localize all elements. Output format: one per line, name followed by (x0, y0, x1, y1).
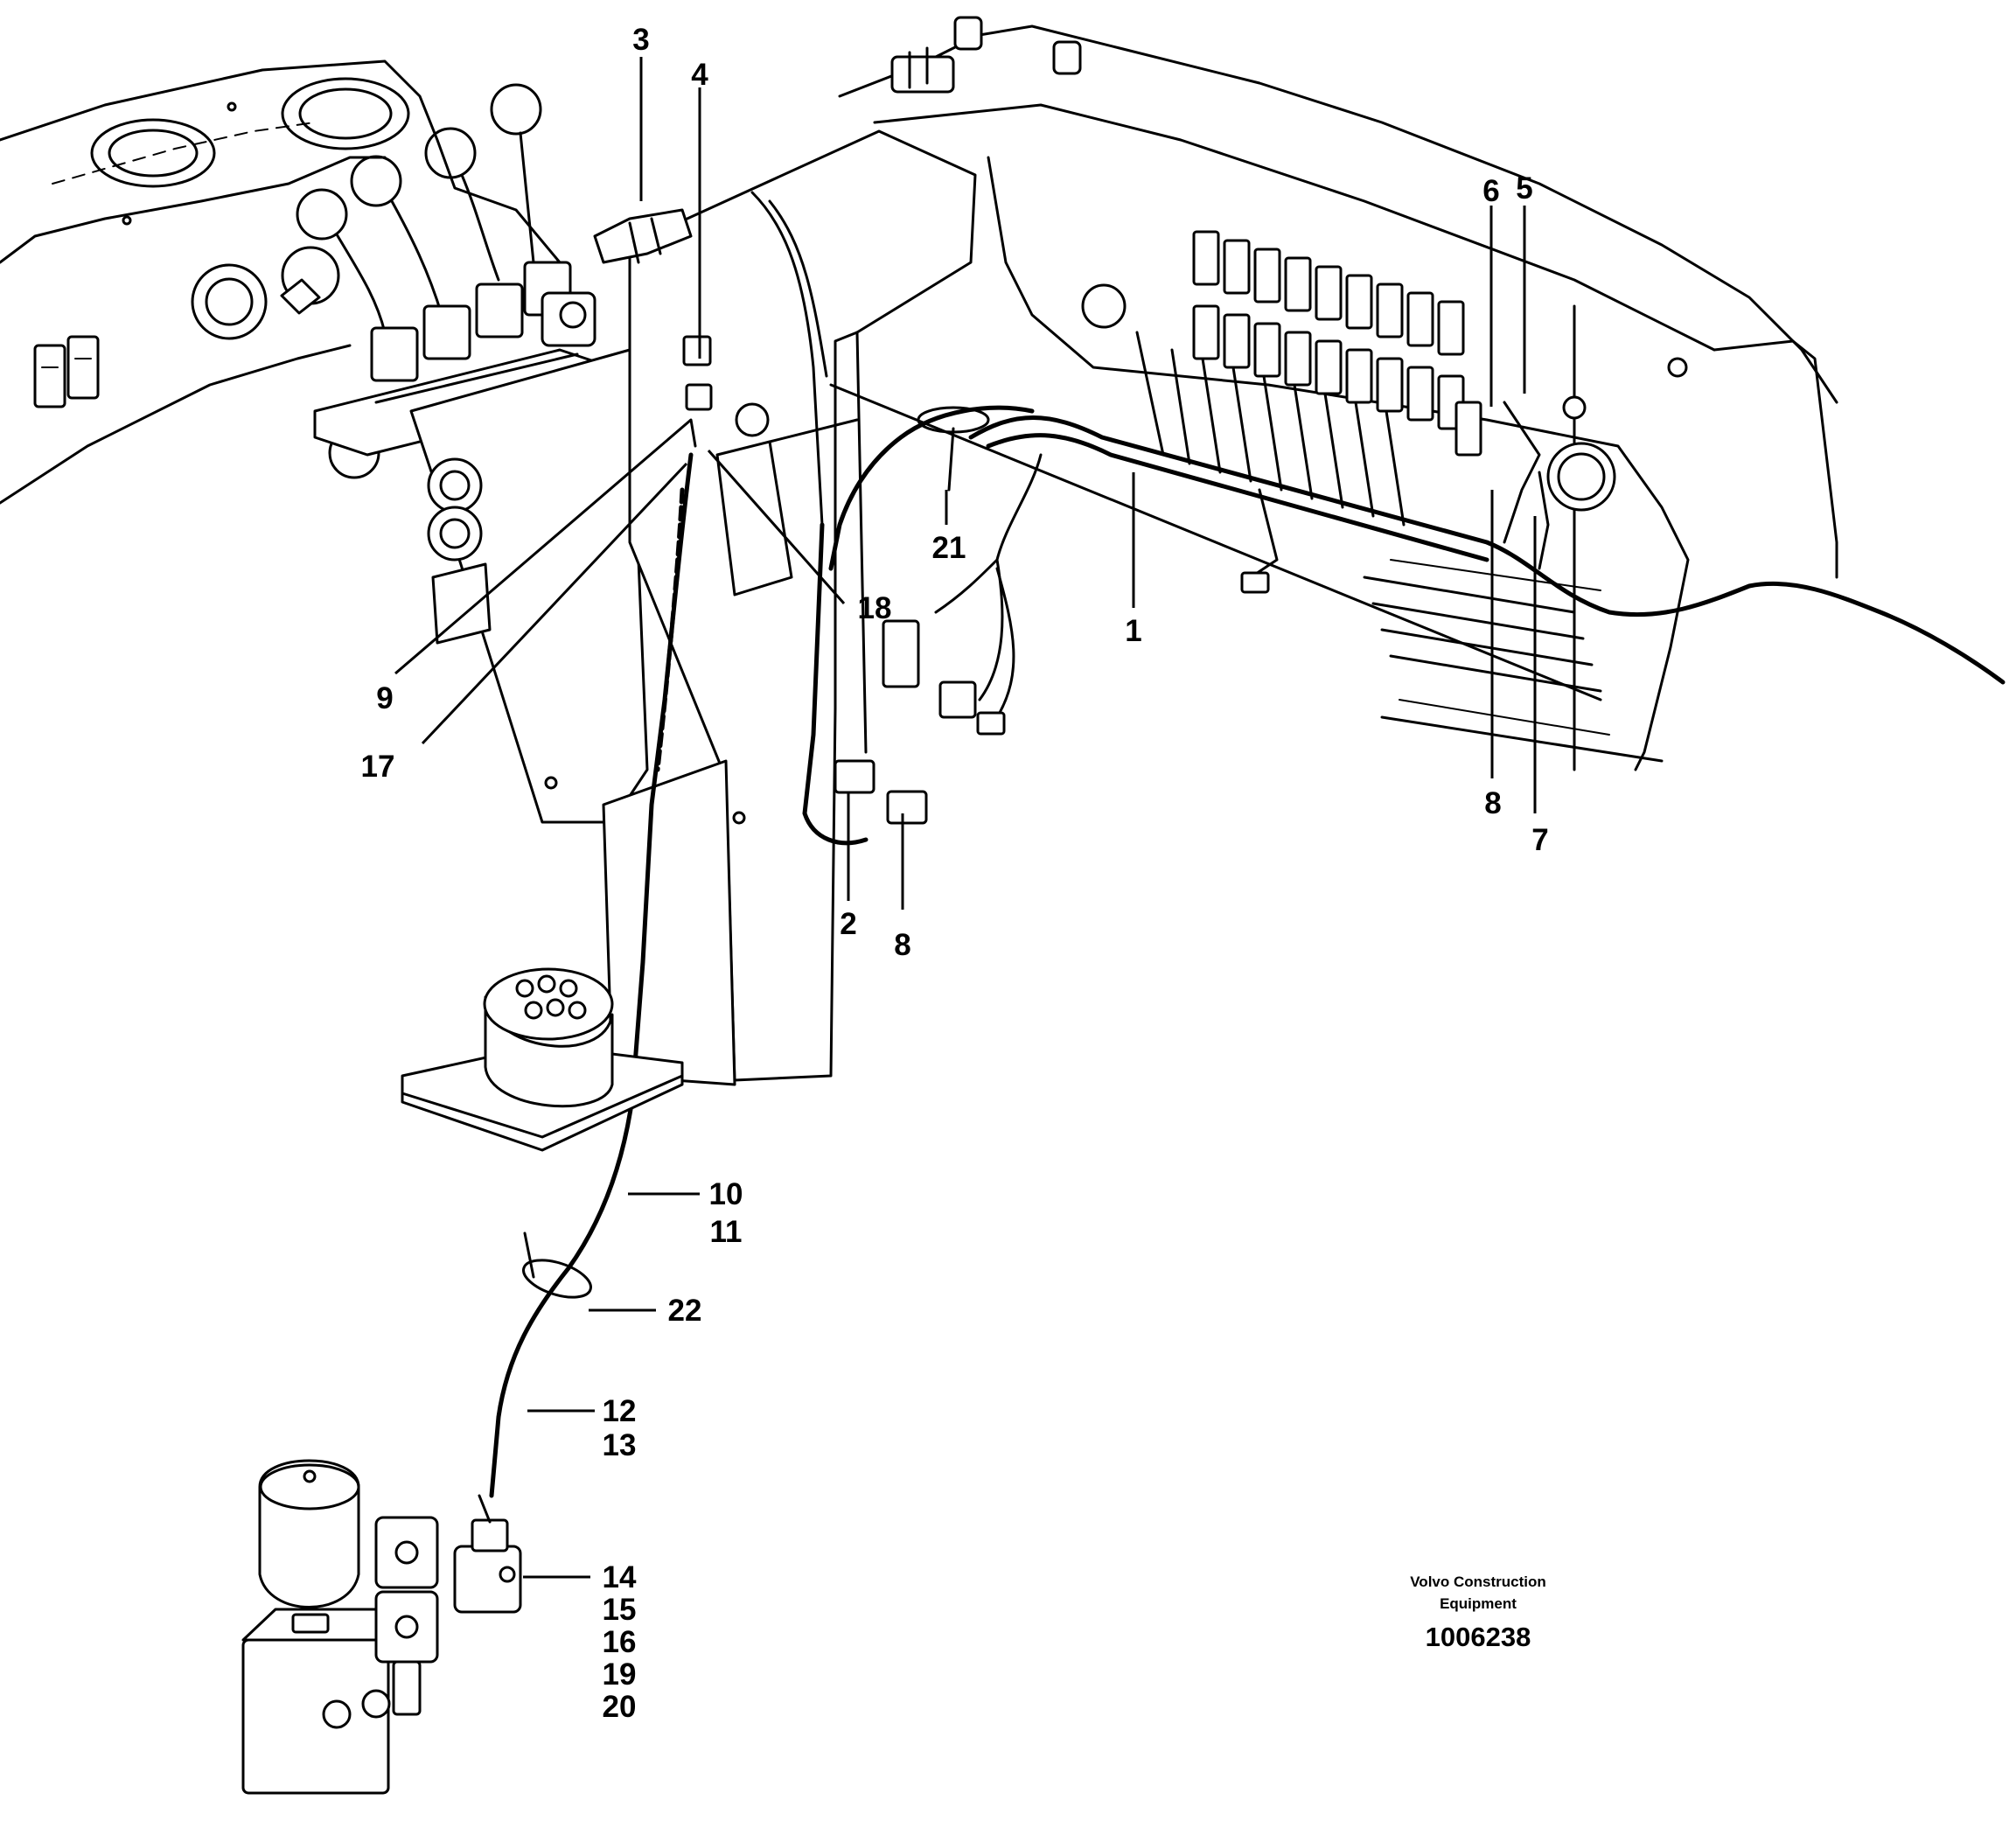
callout-4: 4 (691, 58, 708, 92)
callout-11: 11 (710, 1215, 743, 1249)
drawing-number: 1006238 (1426, 1622, 1531, 1652)
left-dash-panel (0, 59, 562, 505)
callout-18: 18 (858, 591, 892, 625)
callout-20: 20 (603, 1690, 637, 1724)
callout-12: 12 (603, 1394, 637, 1428)
callout-19: 19 (603, 1657, 637, 1692)
callout-3: 3 (632, 23, 649, 57)
callout-9: 9 (376, 681, 393, 715)
callout-15: 15 (603, 1593, 637, 1627)
callout-5: 5 (1516, 171, 1532, 206)
company-name-line2: Equipment (1440, 1595, 1517, 1612)
callout-14: 14 (603, 1560, 637, 1594)
callout-6: 6 (1482, 174, 1499, 208)
leader-lines (394, 57, 1537, 1579)
floor-grommet (401, 967, 684, 1152)
callout-13: 13 (603, 1428, 637, 1462)
harness-1 (968, 331, 2006, 685)
callout-labels: 3 4 6 5 21 18 1 9 17 8 7 2 8 10 11 22 12… (361, 23, 1549, 1724)
callout-17: 17 (361, 750, 395, 784)
callout-16: 16 (603, 1625, 637, 1659)
callout-22: 22 (668, 1294, 702, 1328)
harness-21 (828, 405, 1043, 736)
switch-panel (1192, 230, 1482, 457)
harness-2-8 (750, 191, 928, 846)
callout-8-right: 8 (1484, 786, 1501, 820)
callout-2: 2 (840, 907, 856, 941)
callout-8-lower: 8 (894, 928, 910, 962)
callout-7: 7 (1531, 823, 1548, 857)
callout-21: 21 (932, 531, 966, 565)
callout-10: 10 (709, 1177, 743, 1211)
company-name-line1: Volvo Construction (1410, 1573, 1546, 1590)
connector-3-4 (593, 208, 713, 448)
cable-10-11-12-13 (489, 452, 694, 1498)
valve-assembly (241, 1459, 522, 1795)
callout-1: 1 (1125, 614, 1141, 648)
right-dashboard (829, 16, 1838, 771)
drawing-caption: Volvo Construction Equipment 1006238 (1410, 1573, 1546, 1652)
center-pedestal (409, 129, 977, 1086)
